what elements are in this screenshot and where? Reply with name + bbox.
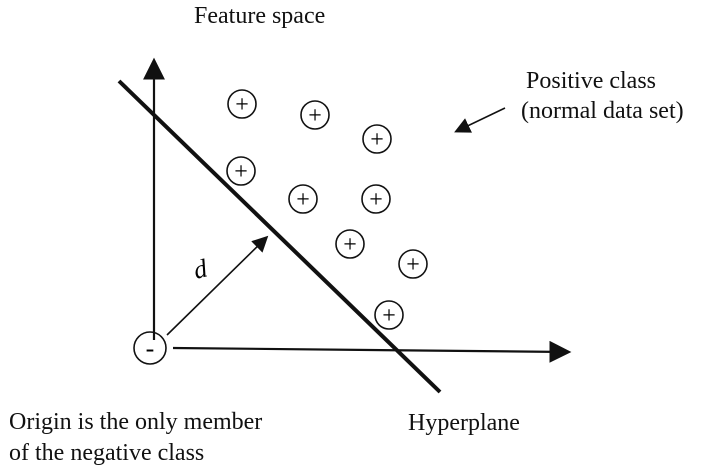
positive-point: + bbox=[361, 184, 391, 214]
positive-class-arrow bbox=[454, 107, 506, 133]
hyperplane-line bbox=[117, 79, 442, 394]
positive-points-group: + + + + + + + bbox=[226, 89, 428, 330]
positive-point-symbol: + bbox=[296, 187, 310, 213]
positive-point: + bbox=[227, 89, 257, 119]
positive-point: + bbox=[288, 184, 318, 214]
positive-point-symbol: + bbox=[235, 92, 249, 118]
positive-point-symbol: + bbox=[234, 159, 248, 185]
negative-point-symbol: - bbox=[146, 334, 155, 363]
positive-point: + bbox=[362, 124, 392, 154]
positive-point-symbol: + bbox=[343, 232, 357, 258]
x-axis bbox=[172, 340, 572, 363]
positive-point: + bbox=[226, 156, 256, 186]
distance-label: d bbox=[190, 253, 211, 285]
positive-class-label-line-1: Positive class bbox=[526, 68, 656, 94]
positive-class-label-line-2: (normal data set) bbox=[521, 98, 684, 124]
positive-point-symbol: + bbox=[369, 187, 383, 213]
positive-point-symbol: + bbox=[382, 303, 396, 329]
positive-point: + bbox=[398, 249, 428, 279]
positive-point: + bbox=[300, 100, 330, 130]
origin-label-line-2: of the negative class bbox=[9, 440, 205, 466]
origin-label-line-1: Origin is the only member bbox=[9, 409, 263, 435]
positive-point-symbol: + bbox=[370, 127, 384, 153]
feature-space-label: Feature space bbox=[194, 3, 326, 29]
positive-point-symbol: + bbox=[308, 103, 322, 129]
positive-point-symbol: + bbox=[406, 252, 420, 278]
positive-point: + bbox=[335, 229, 365, 259]
distance-arrow bbox=[166, 235, 269, 336]
negative-point: - bbox=[133, 331, 167, 365]
hyperplane-label: Hyperplane bbox=[408, 410, 520, 436]
positive-point: + bbox=[374, 300, 404, 330]
